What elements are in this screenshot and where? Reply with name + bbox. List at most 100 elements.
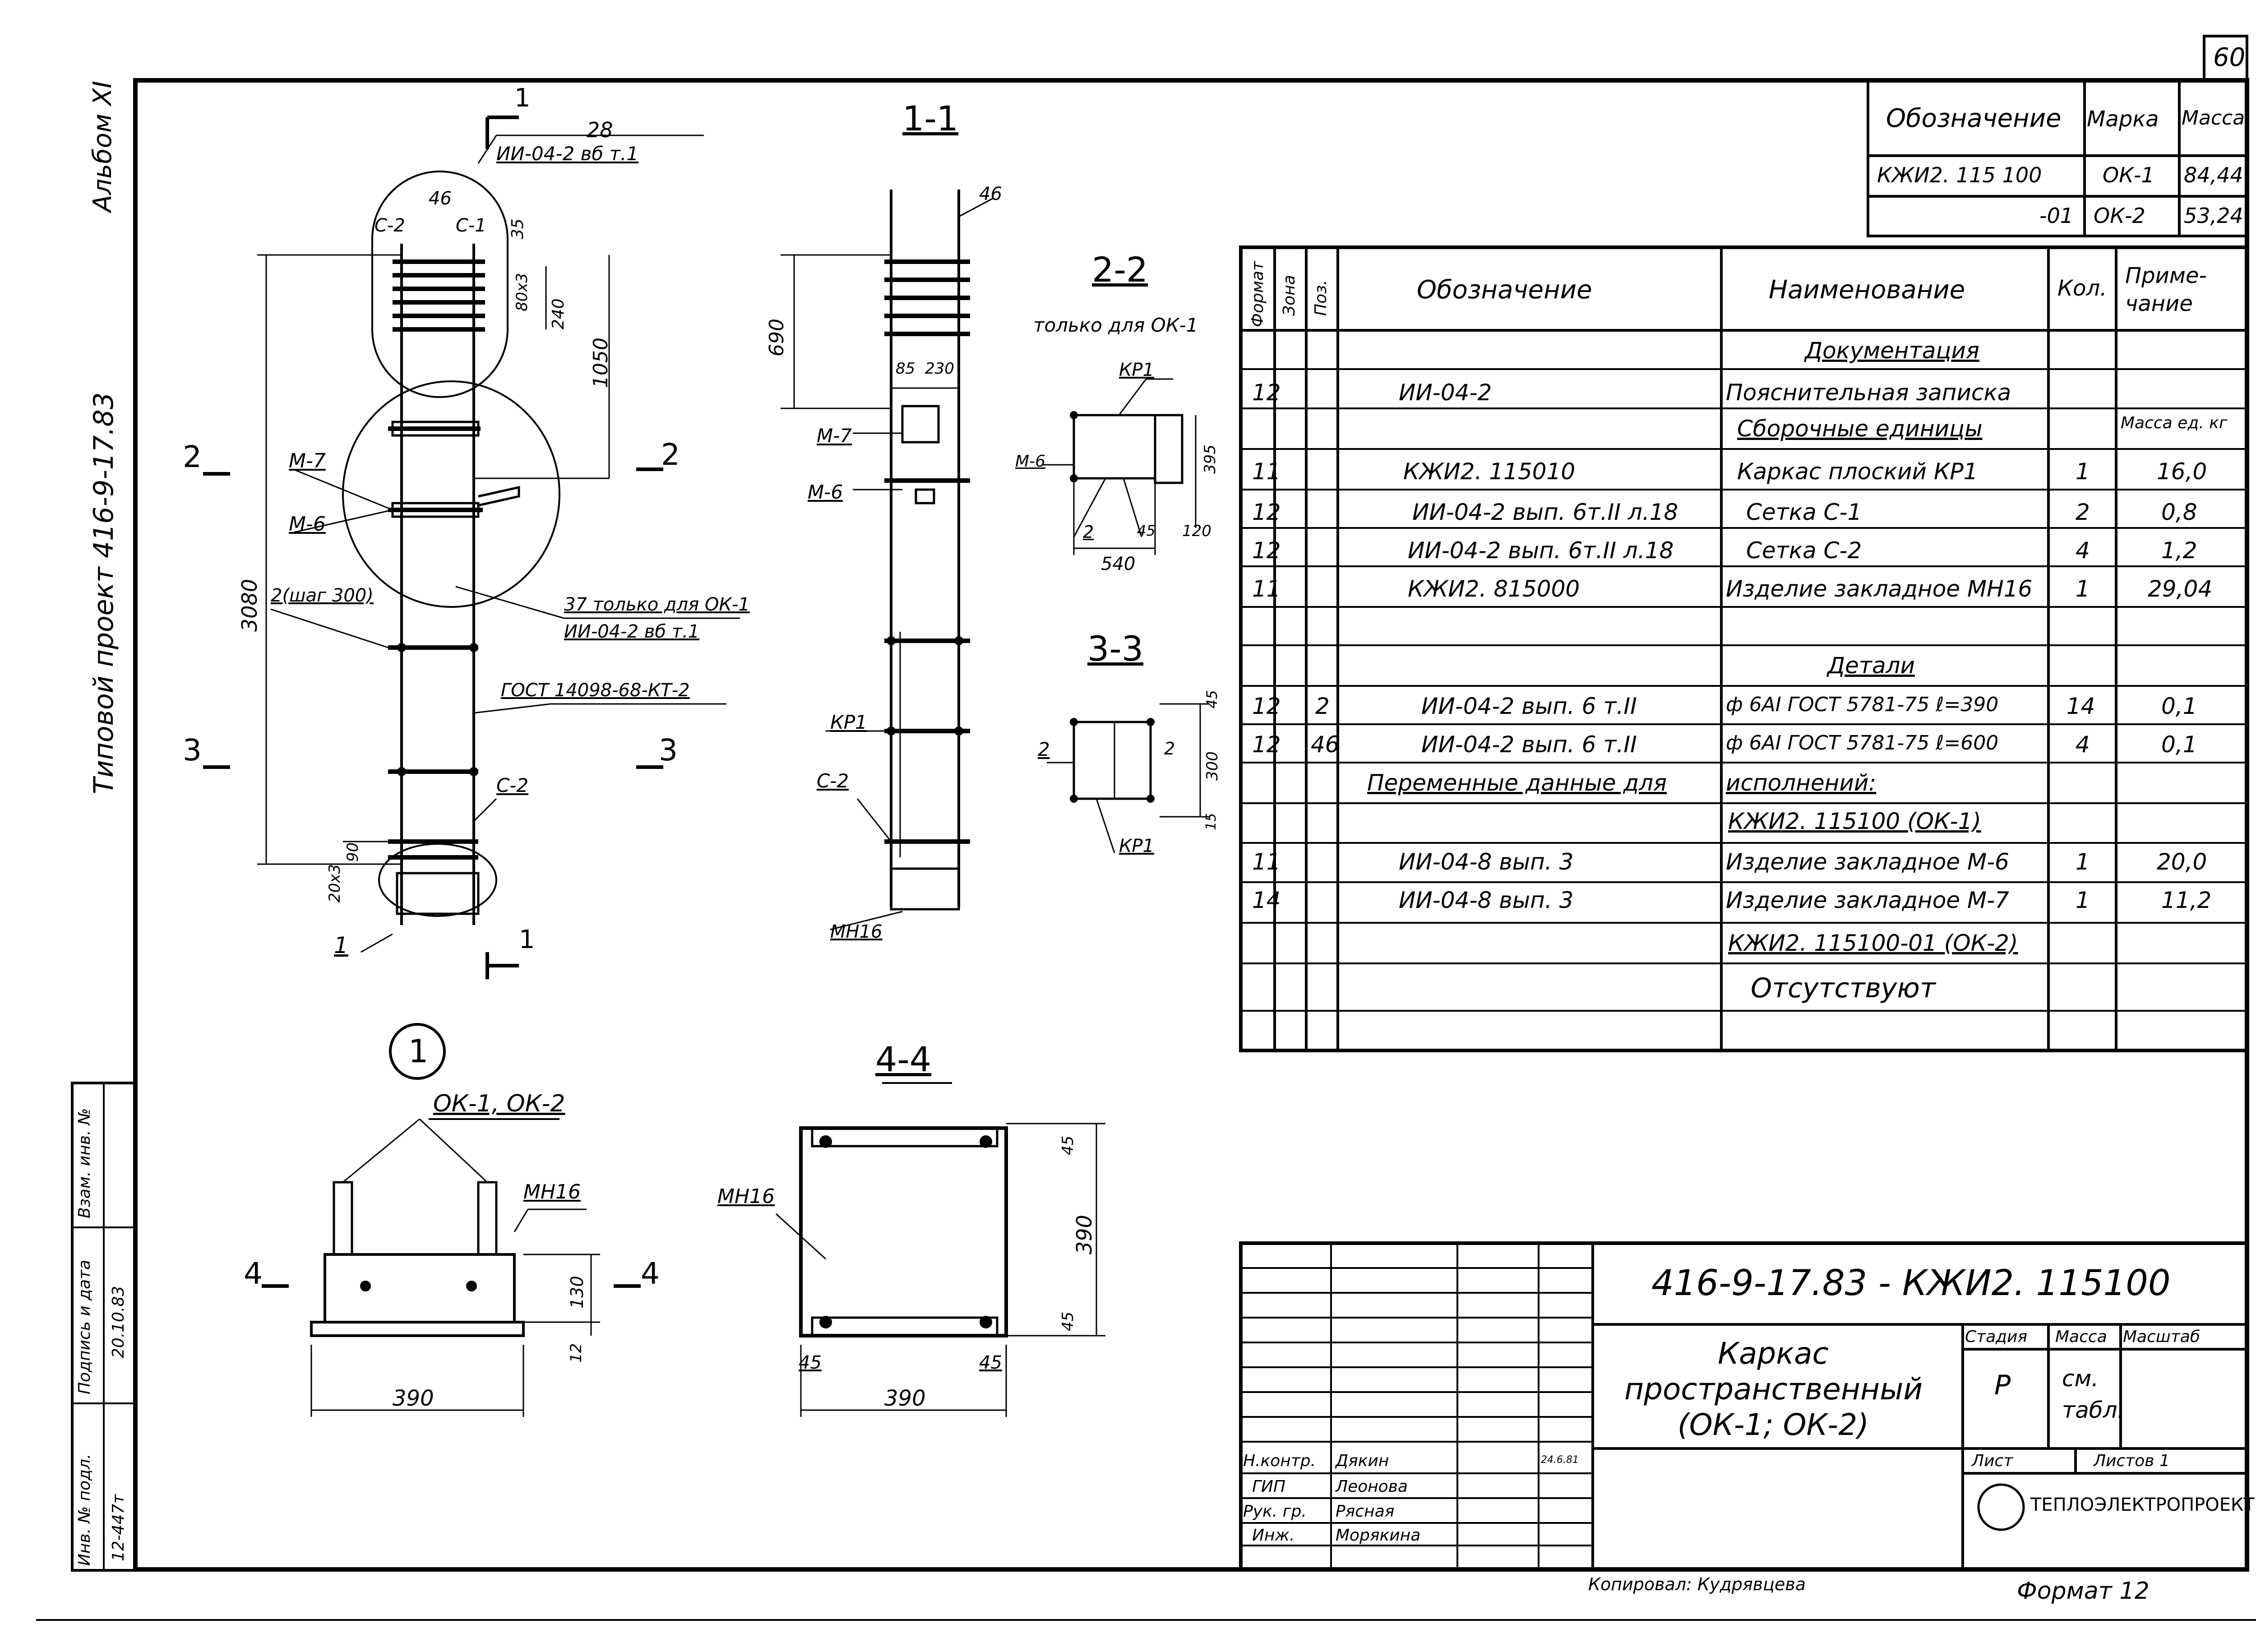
dim-label: 2 [1038, 738, 1050, 760]
spec-section-assemblies: Сборочные единицы [1737, 416, 1983, 442]
mark-table-cell: ОК-2 [2094, 204, 2145, 228]
section-mark: 4 [641, 1256, 660, 1291]
dim-label: 130 [567, 1276, 587, 1309]
dim-label: 80x3 [513, 273, 531, 311]
spec-row-name: ф 6АI ГОСТ 5781-75 ℓ=600 [1726, 731, 1999, 754]
spec-row-qty: 2 [2076, 499, 2090, 525]
dim-label: 45 [1059, 1135, 1077, 1155]
section-mark: 3 [659, 733, 678, 768]
spec-header-note: Приме- чание [2125, 263, 2207, 317]
dim-label: 45 [1137, 522, 1156, 539]
section-label-1-1: 1-1 [902, 98, 959, 139]
mark-label-m7: М-7 [817, 425, 852, 447]
section-label-2-2: 2-2 [1092, 250, 1148, 290]
spec-header-format: Формат [1248, 261, 1267, 327]
spec-row-designation: ИИ-04-2 вып. 6т.II л.18 [1412, 499, 1678, 525]
mark-label-m6: М-6 [808, 481, 843, 503]
detail-title: ОК-1, ОК-2 [433, 1090, 565, 1117]
mark-label-c2: С-2 [374, 215, 405, 236]
section-mark: 1 [514, 83, 531, 113]
spec-row-name: ф 6АI ГОСТ 5781-75 ℓ=390 [1726, 693, 1999, 716]
gost-label: ГОСТ 14098-68-КТ-2 [501, 680, 690, 701]
spec-row-name: Изделие закладное М-6 [1726, 849, 2009, 875]
ref-label: ИИ-04-2 вб т.1 [496, 143, 639, 165]
spec-row-name: Сетка С-1 [1746, 499, 1862, 525]
spec-row-name: Каркас плоский КР1 [1737, 458, 1978, 485]
spec-row-designation: ИИ-04-8 вып. 3 [1399, 887, 1574, 913]
org-name: ТЕПЛОЭЛЕКТРОПРОЕКТ [2030, 1495, 2255, 1515]
mark-table-cell: КЖИ2. 115 100 [1877, 163, 2042, 187]
dim-label: 120 [1182, 522, 1211, 540]
format-label: Формат 12 [2017, 1578, 2150, 1605]
spec-row-format: 12 [1252, 731, 1281, 758]
mark-label-mn16: МН16 [523, 1180, 581, 1203]
spec-row-note: 0,8 [2161, 499, 2197, 525]
spec-row-qty: 14 [2066, 693, 2095, 719]
step-label: 2(шаг 300) [271, 585, 374, 606]
stamp-sign-value: 20.10.83 [109, 1286, 128, 1358]
dim-label: 85 [896, 360, 915, 378]
spec-header-pos: Поз. [1312, 280, 1330, 316]
copied-by: Копировал: Кудрявцева [1588, 1574, 1806, 1594]
section-label-3-3: 3-3 [1087, 629, 1144, 669]
spec-row-format: 11 [1252, 576, 1281, 602]
stamp-inv-value: 12-447т [109, 1494, 128, 1561]
spec-row-qty: 4 [2076, 731, 2090, 758]
dim-label: 240 [549, 298, 568, 329]
spec-row-note: 1,2 [2161, 537, 2197, 564]
spec-row-note: 0,1 [2161, 731, 2197, 758]
spec-row-note: 0,1 [2161, 693, 2197, 719]
stage-value: Р [1994, 1370, 2011, 1401]
section-label-4-4: 4-4 [875, 1039, 932, 1079]
doc-code: 416-9-17.83 - КЖИ2. 115100 [1651, 1263, 2171, 1304]
ref-label: ИИ-04-2 вб т.1 [564, 621, 700, 642]
dim-label: 45 [799, 1352, 822, 1373]
spec-row-name: Сетка С-2 [1746, 537, 1862, 564]
spec-row-note: 20,0 [2157, 849, 2207, 875]
mass-header: Масса [2055, 1328, 2107, 1346]
dim-label: 46 [429, 188, 452, 209]
role-date: 24.6.81 [1541, 1454, 1579, 1466]
mark-label-c2: С-2 [817, 770, 849, 792]
sheets-header: Листов 1 [2094, 1452, 2170, 1470]
spec-row-designation: КЖИ2. 815000 [1408, 576, 1580, 602]
spec-row-format: 11 [1252, 849, 1281, 875]
dim-label: 45 [1059, 1311, 1077, 1331]
role-name: Рясная [1336, 1502, 1395, 1521]
mark-label-m6: М-6 [1015, 452, 1045, 471]
spec-section-documentation: Документация [1805, 338, 1979, 364]
stamp-inv-label: Инв. № подл. [75, 1453, 94, 1566]
dim-label: 230 [925, 360, 954, 378]
spec-row-format: 12 [1252, 379, 1281, 406]
mass-value: см. табл. [2062, 1365, 2125, 1423]
dim-label: 2 [1083, 522, 1094, 542]
stage-header: Стадия [1965, 1328, 2028, 1346]
dim-label: 28 [587, 118, 613, 142]
role-label: Н.контр. [1243, 1452, 1316, 1470]
role-name: Морякина [1336, 1526, 1421, 1545]
spec-row-note: 29,04 [2148, 576, 2213, 602]
project-label: Типовой проект 416-9-17.83 [88, 392, 120, 794]
scale-header: Масштаб [2123, 1328, 2201, 1346]
mark-label-kp1: КР1 [1119, 360, 1154, 380]
spec-header-designation: Обозначение [1417, 275, 1592, 305]
spec-row-note: 11,2 [2161, 887, 2212, 913]
stamp-sign-label: Подпись и дата [75, 1259, 94, 1394]
section-mark: 4 [244, 1256, 263, 1291]
spec-row-name: Изделие закладное МН16 [1726, 576, 2033, 602]
spec-row-pos: 46 [1311, 731, 1340, 758]
spec-row-designation: ИИ-04-8 вып. 3 [1399, 849, 1574, 875]
mark-table-cell: 53,24 [2184, 204, 2243, 228]
mark-label-m6: М-6 [289, 513, 326, 536]
sheet-number: 60 [2213, 43, 2246, 72]
mark-label-mn16: МН16 [830, 921, 883, 942]
role-label: Рук. гр. [1243, 1502, 1307, 1521]
spec-row-qty: 1 [2076, 458, 2090, 485]
spec-row-format: 14 [1252, 887, 1281, 913]
spec-row-name: Изделие закладное М-7 [1726, 887, 2009, 913]
mark-label-m7: М-7 [289, 449, 326, 472]
note-label: 37 только для ОК-1 [564, 594, 750, 615]
dim-label: 540 [1101, 554, 1136, 574]
dim-label: 300 [1203, 751, 1221, 781]
